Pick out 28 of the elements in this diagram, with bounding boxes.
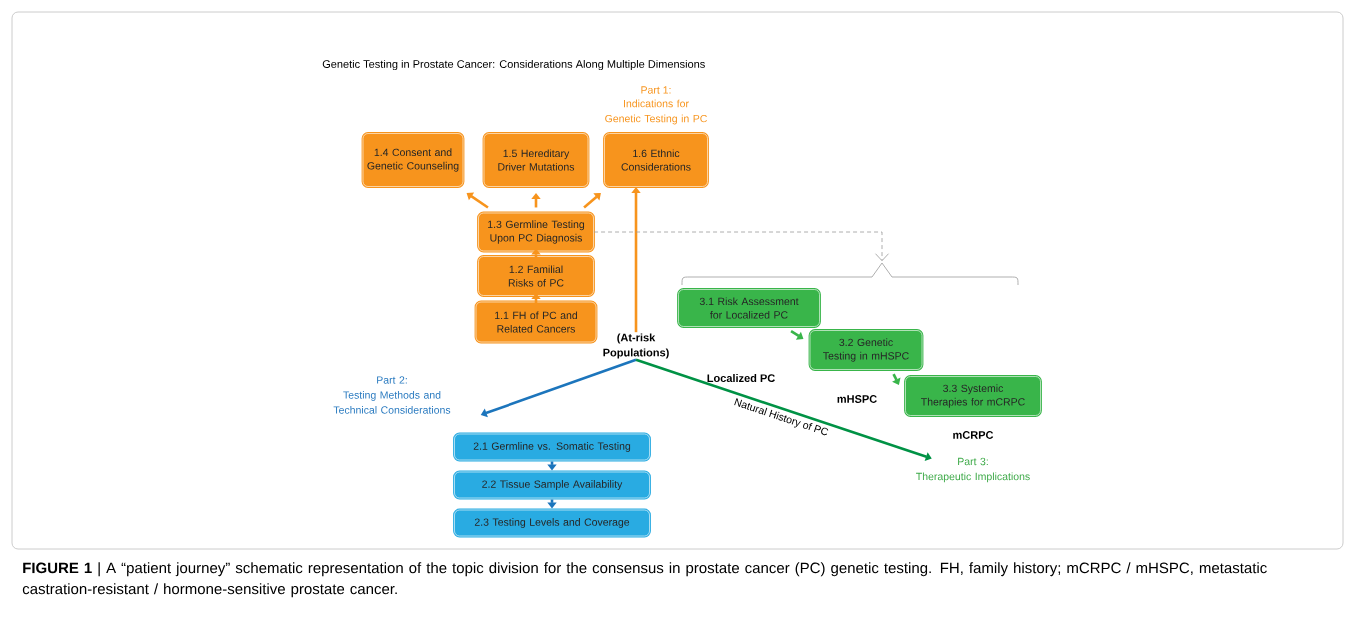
- stage-label: mCRPC: [953, 431, 994, 439]
- topic-box: 1.2 Familial Risks of PC: [477, 255, 595, 297]
- topic-box: 1.6 Ethnic Considerations: [603, 132, 709, 188]
- topic-box: 2.1 Germline vs. Somatic Testing: [453, 432, 651, 462]
- topic-box: 3.2 Genetic Testing in mHSPC: [808, 329, 924, 371]
- dashed-arrow: [593, 231, 889, 262]
- block-arrow: [790, 329, 804, 340]
- origin-label: (At-risk Populations): [603, 333, 669, 359]
- bracket: [681, 262, 1019, 286]
- topic-box: 3.3 Systemic Therapies for mCRPC: [904, 375, 1042, 417]
- topic-box: 1.4 Consent and Genetic Counseling: [361, 132, 465, 188]
- topic-box: 1.5 Hereditary Driver Mutations: [482, 132, 590, 188]
- block-arrow: [466, 192, 489, 209]
- topic-box: 1.1 FH of PC and Related Cancers: [474, 300, 598, 344]
- stage-label: Localized PC: [707, 373, 775, 383]
- block-arrow: [583, 193, 601, 209]
- stage-label: mHSPC: [837, 395, 877, 403]
- part-heading: Part 3: Therapeutic Implications: [916, 457, 1030, 483]
- topic-box: 2.3 Testing Levels and Coverage: [453, 508, 651, 538]
- figure-caption: FIGURE 1 | A “patient journey” schematic representation of the topic division for the consensus in prostate cancer (PC) genetic testing. FH, family history; mCRPC / mHSPC, metastatic castration-resistant / hormone-sensitive prostate cancer.: [22, 562, 1267, 598]
- part-heading: Part 1:: [641, 86, 671, 94]
- diagram-title: Genetic Testing in Prostate Cancer: Considerations Along Multiple Dimensions: [322, 59, 705, 71]
- block-arrow: [892, 373, 901, 385]
- topic-box: 1.3 Germline Testing Upon PC Diagnosis: [477, 211, 595, 253]
- topic-box: 3.1 Risk Assessment for Localized PC: [677, 288, 821, 328]
- part-heading: Part 2: Testing Methods and Technical Considerations: [333, 376, 451, 414]
- part-heading: Indications for Genetic Testing in PC: [605, 99, 707, 125]
- topic-box: 2.2 Tissue Sample Availability: [453, 470, 651, 500]
